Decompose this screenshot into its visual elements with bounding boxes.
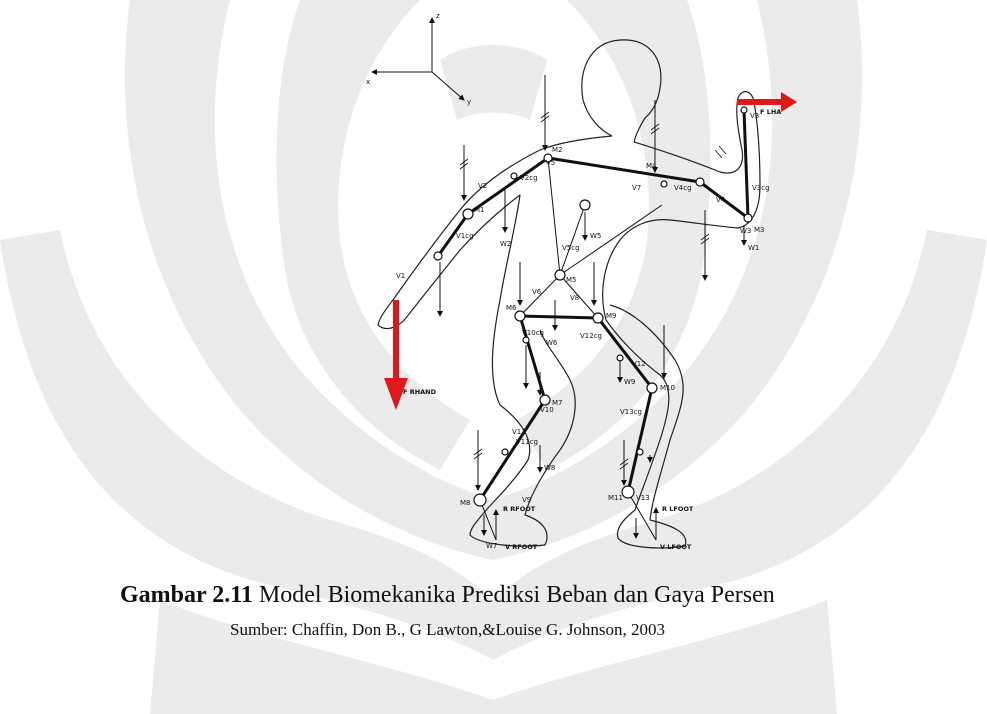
vector-label: V1cg: [456, 232, 474, 240]
left-foot-vector-label: V LFOOT: [660, 543, 692, 551]
left-foot-reaction-label: R LFOOT: [662, 505, 694, 513]
vector-label: V4: [716, 196, 726, 204]
node-label: M9: [606, 312, 617, 320]
segment-links-thin: [480, 158, 662, 540]
vector-label: W2: [500, 240, 511, 248]
vector-label: V2cg: [520, 174, 538, 182]
vector-label: V2: [478, 182, 487, 190]
node-label: M2: [552, 146, 563, 154]
coordinate-axes: [372, 18, 464, 100]
figure-source: Sumber: Chaffin, Don B., G Lawton,&Louis…: [230, 620, 665, 640]
vector-label: W1: [748, 244, 759, 252]
right-foot-reaction-label: R RFOOT: [503, 505, 536, 513]
vector-label: V10: [540, 406, 554, 414]
vector-label: V13cg: [620, 408, 642, 416]
vector-label: V7: [632, 184, 641, 192]
right-hand-force-label: F RHAND: [403, 388, 437, 396]
vector-label: W7: [486, 542, 497, 550]
node-label: M8: [460, 499, 471, 507]
vector-label: V10cg: [522, 329, 544, 337]
vector-label: V8: [570, 294, 579, 302]
vector-label: V5: [546, 159, 555, 167]
node-label: M3: [754, 226, 765, 234]
body-outline: [378, 40, 760, 548]
caption-label: Gambar 2.11: [120, 582, 253, 608]
node-label: M5: [566, 276, 577, 284]
vector-label: V11cg: [516, 438, 538, 446]
vector-label: V9: [522, 496, 531, 504]
node-label: M1: [474, 206, 485, 214]
vector-label: V4cg: [674, 184, 692, 192]
axis-x-label: x: [366, 78, 370, 86]
force-vectors: [440, 75, 744, 540]
axis-z-label: z: [436, 12, 440, 20]
vector-label: V1: [396, 272, 405, 280]
vector-label: V6: [532, 288, 542, 296]
vector-label: W9: [624, 378, 635, 386]
vector-label: W6: [546, 339, 558, 347]
vector-label: V12cg: [580, 332, 602, 340]
right-foot-vector-label: V RFOOT: [505, 543, 538, 551]
node-label: M10: [660, 384, 675, 392]
node-label: M6: [506, 304, 517, 312]
left-hand-force-label: F LHA: [760, 108, 781, 116]
joint-nodes: [434, 107, 752, 506]
vector-labels: V1 V2 V3 V4 V5 V6 V7 V8 V9 V10 V11 V12 V…: [396, 112, 770, 550]
vector-label: V3cg: [752, 184, 770, 192]
vector-label: V13: [636, 494, 650, 502]
segment-links: [438, 110, 748, 500]
vector-label: W5: [590, 232, 601, 240]
figure-caption: Gambar 2.11 Model Biomekanika Prediksi B…: [120, 582, 775, 609]
axis-y-label: y: [467, 98, 471, 106]
vector-label: V11: [512, 428, 526, 436]
node-label: M11: [608, 494, 623, 502]
vector-label: V5cg: [562, 244, 580, 252]
node-label: M4: [646, 162, 657, 170]
vector-label: W3: [740, 227, 751, 235]
vector-label: W8: [544, 464, 555, 472]
vector-label: V3: [750, 112, 759, 120]
caption-text: Model Biomekanika Prediksi Beban dan Gay…: [253, 582, 775, 608]
vector-label: V12: [632, 360, 646, 368]
